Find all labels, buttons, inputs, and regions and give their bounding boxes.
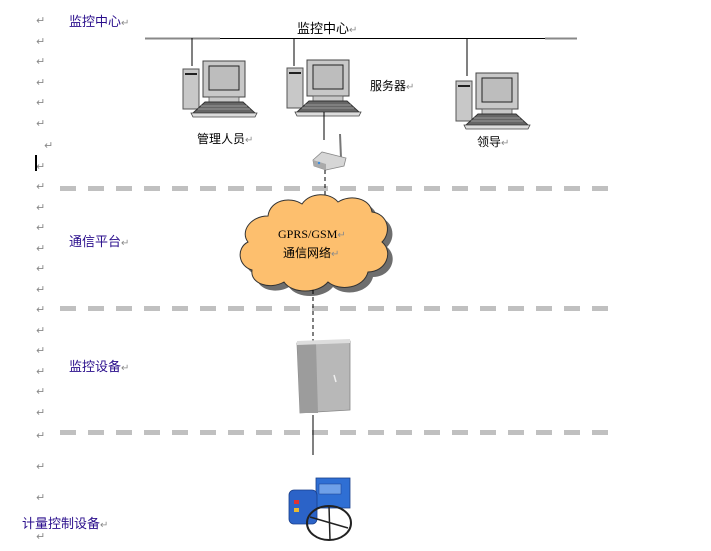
layer-label-communication-platform: 通信平台↵	[69, 235, 130, 250]
paragraph-mark: ↵	[36, 14, 46, 27]
paragraph-mark: ↵	[36, 76, 46, 89]
paragraph-mark: ↵	[36, 365, 46, 378]
paragraph-mark: ↵	[36, 96, 46, 109]
paragraph-mark: ↵	[36, 242, 46, 255]
node-label-manager: 管理人员↵	[197, 132, 254, 146]
layer-label-monitoring-center: 监控中心↵	[69, 15, 130, 30]
paragraph-mark: ↵	[36, 35, 46, 48]
computer-icon-server	[286, 59, 362, 117]
paragraph-mark: ↵	[36, 344, 46, 357]
paragraph-mark: ↵	[36, 491, 46, 504]
layer-divider	[60, 430, 612, 435]
paragraph-mark: ↵	[36, 530, 46, 543]
network-name-label: 通信网络↵	[283, 246, 340, 260]
node-label-server: 服务器↵	[370, 79, 415, 93]
paragraph-mark: ↵	[36, 429, 46, 442]
paragraph-mark: ↵	[36, 460, 46, 473]
node-label-leader: 领导↵	[477, 135, 510, 149]
paragraph-mark: ↵	[36, 201, 46, 214]
cabinet-icon	[296, 339, 351, 414]
layer-divider	[60, 306, 612, 311]
layer-divider	[60, 186, 612, 191]
paragraph-mark: ↵	[44, 139, 54, 152]
paragraph-mark: ↵	[36, 324, 46, 337]
paragraph-mark: ↵	[36, 406, 46, 419]
paragraph-mark: ↵	[36, 262, 46, 275]
cloud-network-icon	[239, 194, 393, 296]
paragraph-mark: ↵	[36, 283, 46, 296]
computer-icon-leader	[455, 72, 531, 130]
paragraph-mark: ↵	[36, 117, 46, 130]
network-type-label: GPRS/GSM↵	[278, 227, 346, 241]
computer-icon-manager	[182, 60, 258, 118]
bus-title: 监控中心↵	[297, 22, 358, 37]
paragraph-mark: ↵	[36, 55, 46, 68]
text-cursor	[35, 155, 37, 171]
paragraph-mark: ↵	[36, 221, 46, 234]
paragraph-mark: ↵	[36, 303, 46, 316]
paragraph-mark: ↵	[36, 160, 46, 173]
wireless-router-icon	[312, 133, 347, 171]
layer-label-monitoring-device: 监控设备↵	[69, 360, 130, 375]
layer-label-metering-control-device: 计量控制设备↵	[22, 517, 109, 532]
electric-actuator-icon	[288, 477, 352, 541]
paragraph-mark: ↵	[36, 180, 46, 193]
paragraph-mark: ↵	[36, 385, 46, 398]
